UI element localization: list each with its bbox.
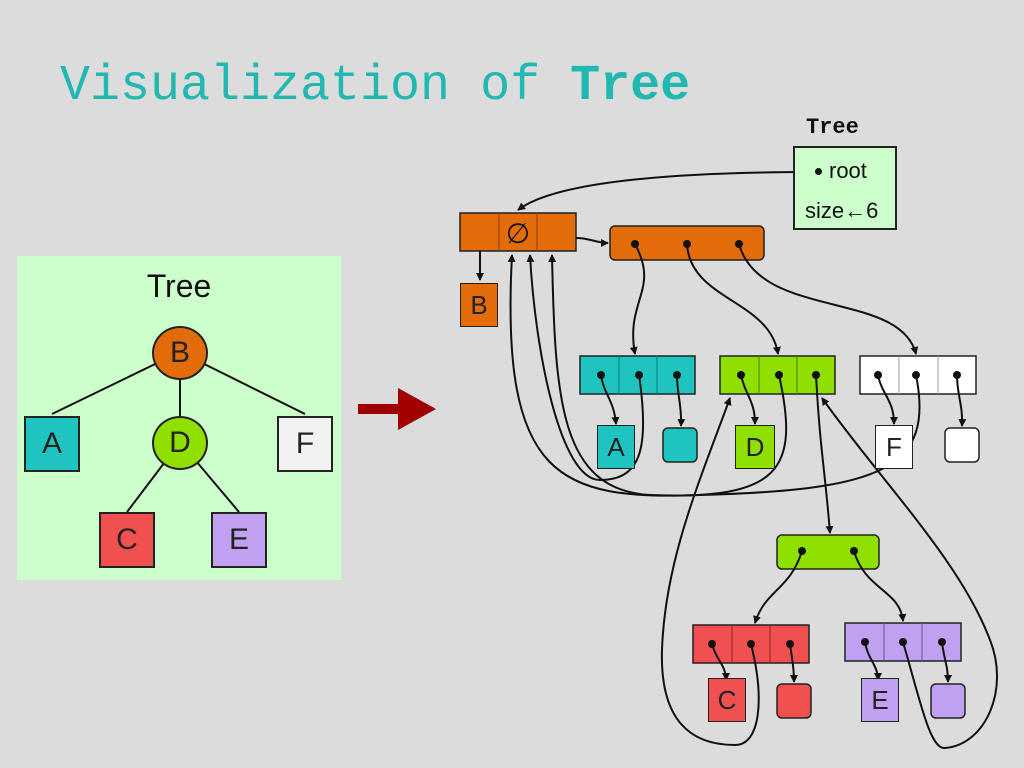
- root-node-array: [459, 212, 577, 252]
- tree-panel: Tree B A D F C E: [17, 256, 341, 580]
- tree-struct-box: root size←6: [793, 146, 897, 230]
- mem-label-f: F: [875, 425, 913, 469]
- tree-panel-title: Tree: [146, 268, 212, 304]
- size-field: size←6: [805, 198, 879, 223]
- tree-node-f: F: [277, 416, 333, 472]
- root-field: root: [829, 158, 867, 183]
- null-symbol: ∅: [506, 217, 530, 250]
- tree-node-c: C: [99, 512, 155, 568]
- tree-node-a: A: [24, 416, 80, 472]
- f-children-list: [944, 427, 980, 463]
- page-title: Visualization of Tree: [60, 62, 690, 112]
- mem-label-c: C: [708, 678, 746, 722]
- title-bold: Tree: [570, 58, 691, 115]
- mem-label-b: B: [460, 283, 498, 327]
- tree-node-b: B: [152, 326, 208, 380]
- tree-node-d: D: [152, 416, 208, 470]
- root-pointer-dot: [815, 168, 822, 175]
- right-arrow-icon: [358, 388, 436, 430]
- tree-node-e: E: [211, 512, 267, 568]
- title-plain: Visualization of: [60, 58, 571, 115]
- a-children-list: [662, 427, 698, 463]
- tree-struct-label: Tree: [806, 115, 859, 140]
- c-children-list: [776, 683, 812, 719]
- e-children-list: [930, 683, 966, 719]
- mem-label-d: D: [735, 425, 775, 469]
- mem-label-a: A: [597, 425, 635, 469]
- mem-label-e: E: [861, 678, 899, 722]
- d-children-list: [776, 534, 880, 570]
